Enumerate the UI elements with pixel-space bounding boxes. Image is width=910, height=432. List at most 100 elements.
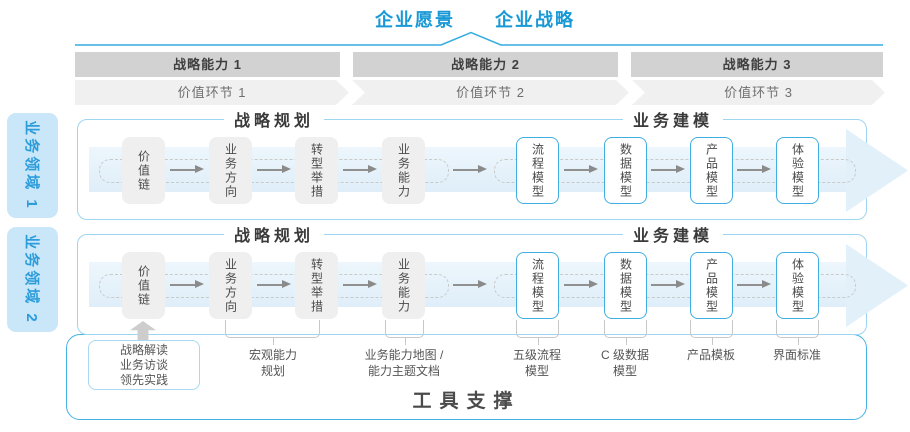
note-product-template: 产品模板: [687, 347, 735, 363]
note-line: 能力主题文档: [367, 364, 441, 379]
note-ui-standard: 界面标准: [773, 347, 821, 363]
box-business-capability: 业务能力: [382, 252, 425, 319]
planning-title: 战略规划: [223, 222, 325, 246]
box-product-model: 产品模型: [690, 252, 733, 319]
modeling-title: 业务建模: [622, 222, 724, 246]
box-transformation-initiatives: 转型举措: [295, 137, 338, 204]
capability-bar-label: 战略能力 3: [722, 57, 792, 72]
bracket-connector: [604, 320, 647, 345]
value-chevron-3: 价值环节 3: [632, 80, 885, 105]
note-line: C 级数据: [600, 348, 650, 362]
note-level5-process-model: 五级流程 模型: [513, 347, 561, 379]
capability-bar-1: 战略能力 1: [75, 52, 340, 77]
box-label: 业务方向: [223, 142, 238, 199]
box-business-direction: 业务方向: [209, 137, 252, 204]
box-label: 流程模型: [530, 142, 545, 199]
box-label: 业务方向: [223, 257, 238, 314]
note-line: 规划: [260, 364, 286, 379]
bracket-connector: [385, 320, 424, 345]
box-business-direction: 业务方向: [209, 252, 252, 319]
domain-band-1: 战略规划 业务建模 价值链 业务方向 转型举措 业务能力 流程模型 数据模型 产…: [77, 107, 908, 220]
note-line: 宏观能力: [248, 348, 298, 362]
note-strategy-inputs: 战略解读 业务访谈 领先实践: [88, 340, 200, 390]
roofline-connector: [75, 31, 883, 46]
note-c-level-data-model: C 级数据 模型: [601, 347, 649, 379]
box-business-capability: 业务能力: [382, 137, 425, 204]
note-capability-map: 业务能力地图 / 能力主题文档: [365, 347, 444, 379]
right-arrow-icon: [343, 280, 377, 289]
right-arrow-icon: [453, 280, 487, 289]
box-label: 价值链: [136, 264, 151, 307]
capability-bar-label: 战略能力 1: [173, 57, 242, 72]
right-arrow-icon: [453, 165, 487, 174]
planning-title: 战略规划: [223, 107, 325, 131]
capability-bar-3: 战略能力 3: [631, 52, 883, 77]
note-line: 五级流程: [512, 348, 562, 362]
value-chevron-1: 价值环节 1: [75, 80, 349, 105]
right-arrow-icon: [564, 165, 598, 174]
note-line: 业务能力地图 /: [364, 348, 444, 362]
domain-band-2: 战略规划 业务建模 价值链 业务方向 转型举措 业务能力 流程模型 数据模型 产…: [77, 222, 908, 335]
right-arrow-icon: [651, 165, 685, 174]
domain-tab-label: 业务领域 1: [23, 120, 41, 211]
box-label: 数据模型: [618, 142, 633, 199]
note-line: 战略解读: [119, 342, 168, 357]
box-label: 转型举措: [309, 257, 324, 314]
box-transformation-initiatives: 转型举措: [295, 252, 338, 319]
bracket-connector: [225, 320, 320, 345]
header: 企业愿景 企业战略: [40, 6, 910, 32]
box-process-model: 流程模型: [516, 252, 559, 319]
note-line: 模型: [524, 364, 550, 379]
capability-bar-2: 战略能力 2: [353, 52, 618, 77]
right-arrow-icon: [257, 165, 291, 174]
bracket-connector: [776, 320, 819, 345]
planning-dashed-group: [99, 159, 449, 183]
value-chevron-label: 价值环节 2: [456, 85, 525, 100]
box-label: 转型举措: [309, 142, 324, 199]
right-arrow-icon: [737, 280, 771, 289]
box-data-model: 数据模型: [604, 137, 647, 204]
note-macro-capability-planning: 宏观能力 规划: [249, 347, 297, 379]
planning-dashed-group: [99, 274, 449, 298]
note-line: 业务访谈: [119, 357, 168, 372]
note-line: 界面标准: [772, 348, 822, 362]
box-label: 体验模型: [790, 142, 805, 199]
modeling-title: 业务建模: [622, 107, 724, 131]
right-arrow-icon: [343, 165, 377, 174]
domain-tab-1: 业务领域 1: [7, 113, 58, 218]
box-process-model: 流程模型: [516, 137, 559, 204]
value-chevron-label: 价值环节 3: [724, 85, 793, 100]
bracket-connector: [690, 320, 733, 345]
right-arrow-icon: [257, 280, 291, 289]
right-arrow-icon: [170, 280, 204, 289]
right-arrow-icon: [651, 280, 685, 289]
vision-title: 企业愿景: [375, 10, 455, 30]
note-line: 领先实践: [119, 372, 168, 387]
box-data-model: 数据模型: [604, 252, 647, 319]
capability-bar-label: 战略能力 2: [451, 57, 520, 72]
right-arrow-icon: [170, 165, 204, 174]
box-label: 体验模型: [790, 257, 805, 314]
bracket-connector: [516, 320, 559, 345]
modeling-dashed-group: [494, 274, 856, 298]
box-experience-model: 体验模型: [776, 137, 819, 204]
box-label: 产品模型: [704, 142, 719, 199]
tool-support-title: 工具支撑: [412, 391, 521, 412]
value-chevron-label: 价值环节 1: [177, 85, 247, 100]
right-arrow-icon: [564, 280, 598, 289]
box-label: 业务能力: [396, 142, 411, 199]
note-line: 模型: [612, 364, 638, 379]
box-label: 产品模型: [704, 257, 719, 314]
box-label: 价值链: [136, 149, 151, 192]
domain-tab-2: 业务领域 2: [7, 227, 58, 332]
box-label: 流程模型: [530, 257, 545, 314]
strategy-title: 企业战略: [495, 10, 575, 30]
box-experience-model: 体验模型: [776, 252, 819, 319]
box-value-chain: 价值链: [122, 137, 165, 204]
box-label: 业务能力: [396, 257, 411, 314]
box-product-model: 产品模型: [690, 137, 733, 204]
box-label: 数据模型: [618, 257, 633, 314]
note-line: 产品模板: [686, 348, 736, 362]
modeling-dashed-group: [494, 159, 856, 183]
